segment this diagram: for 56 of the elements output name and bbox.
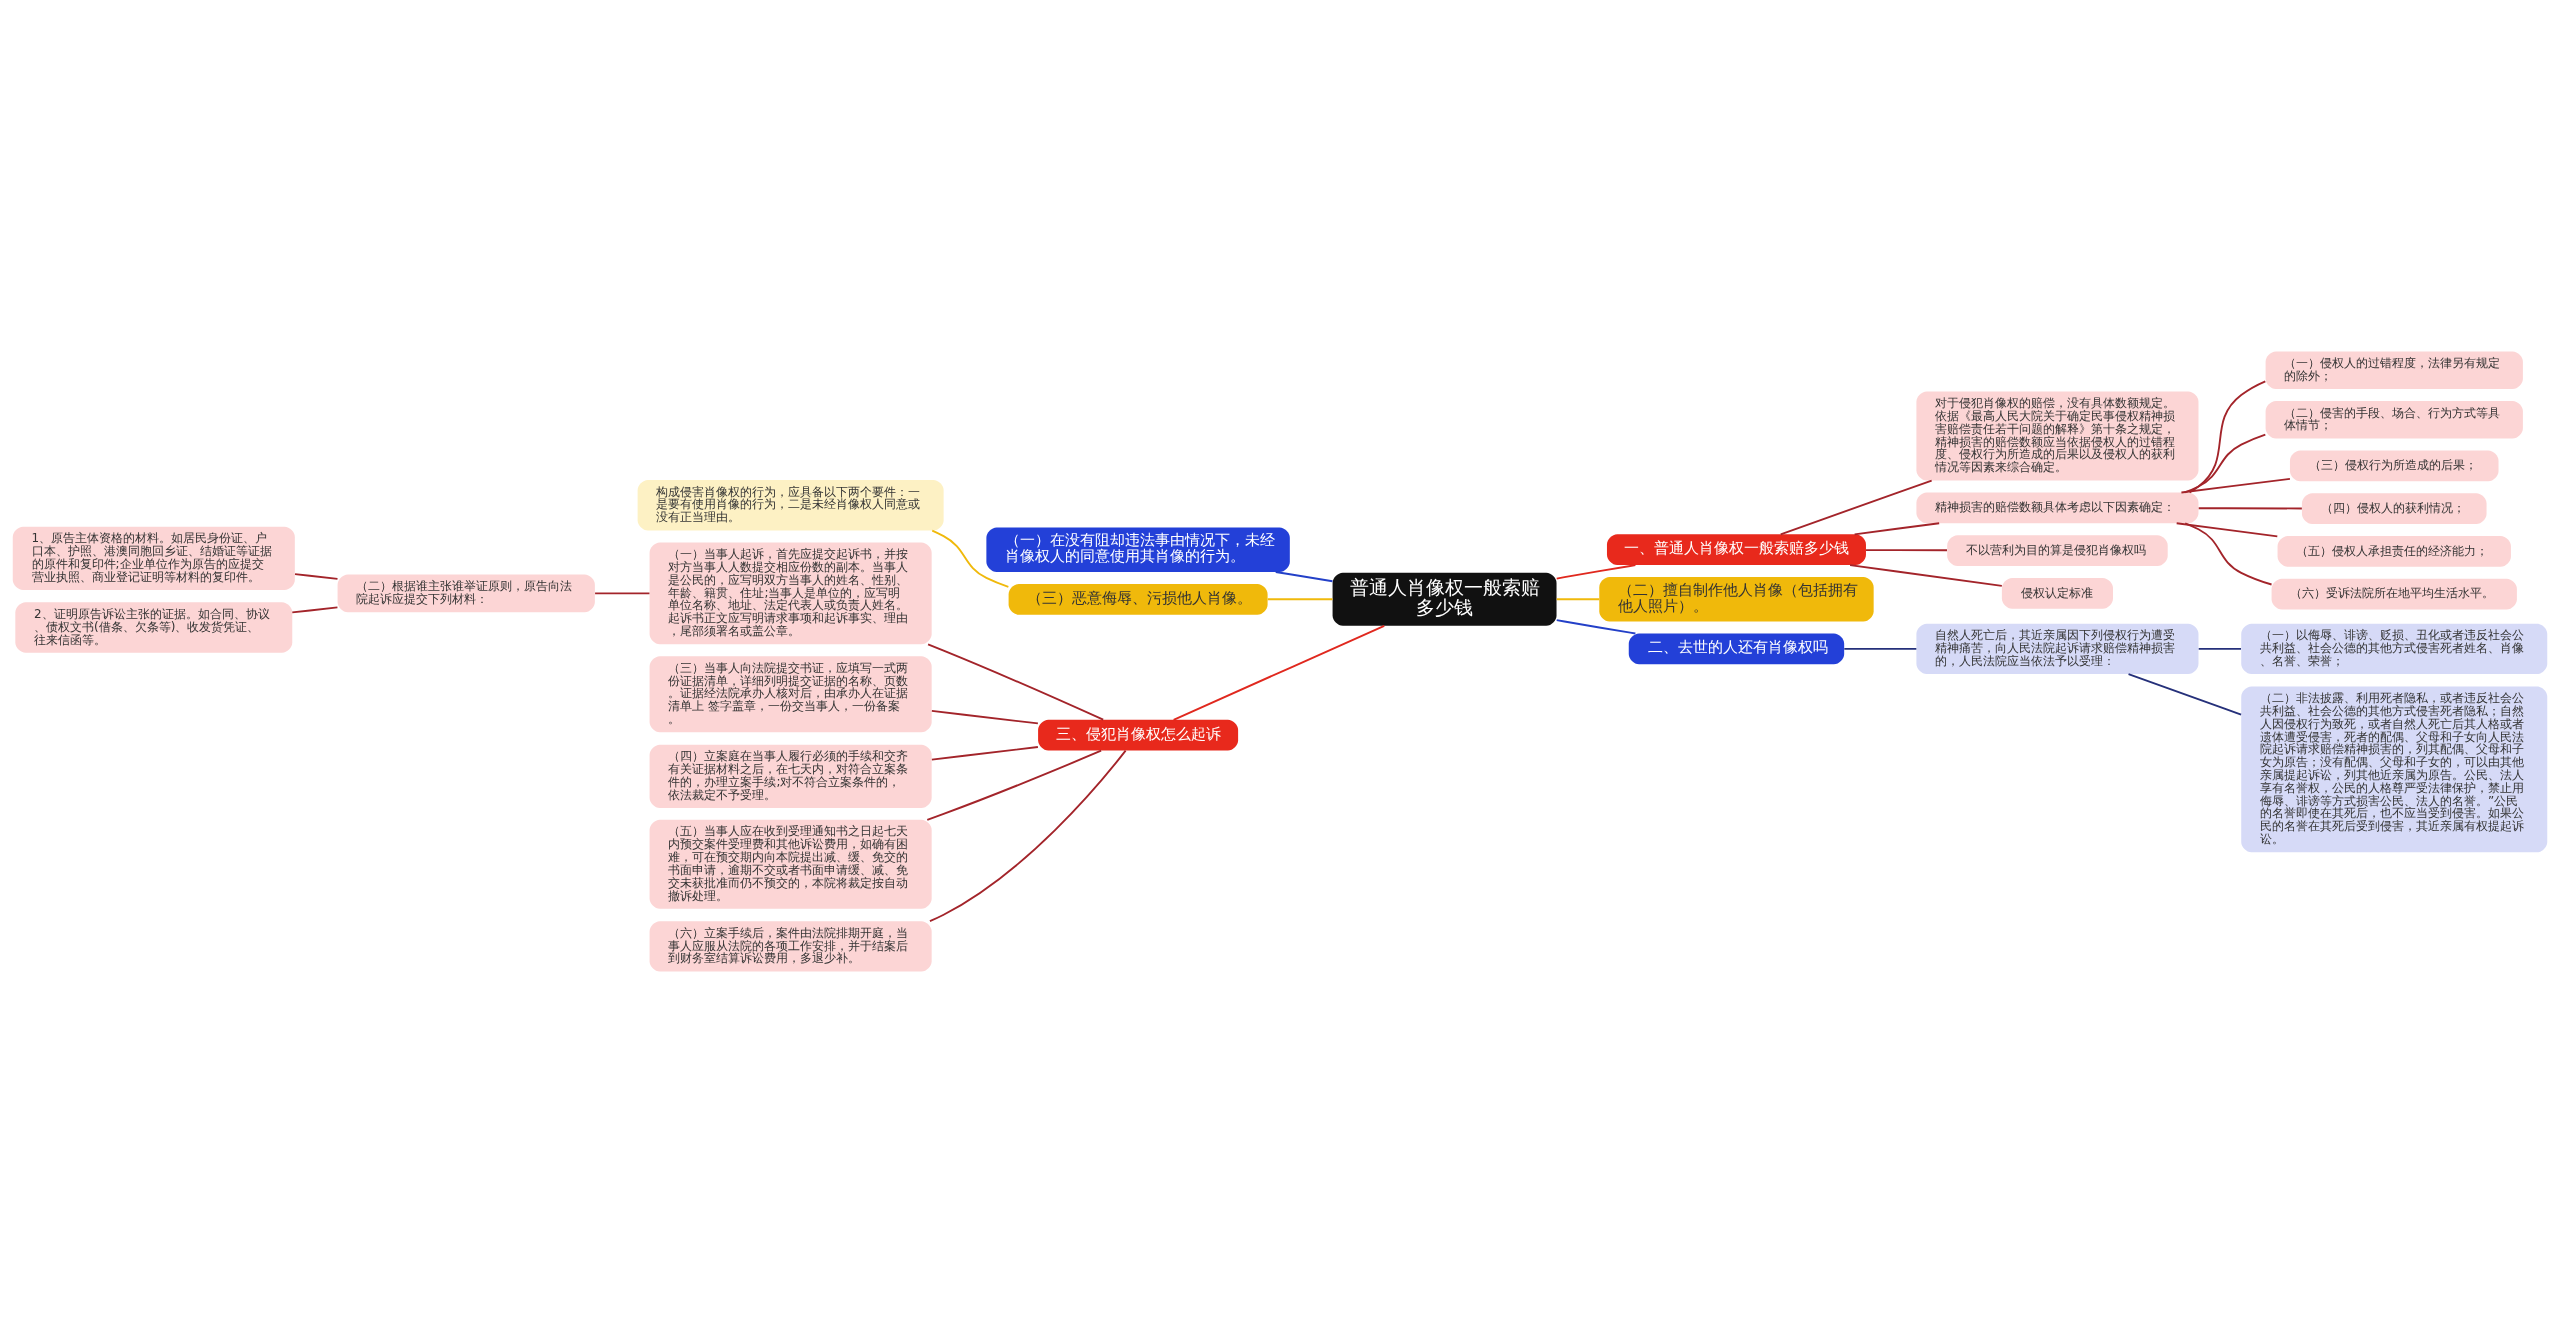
node-box: 一、普通人肖像权一般索赔多少钱 [1606,533,1866,565]
node-box: （一）当事人起诉，首先应提交起诉书，并按对方当事人人数提交相应份数的副本。当事人是公民的，应写明双方当事人的姓名、性别、年龄、籍贯、住址;当事人是单位的，应写明单位名称、地址、法定代表人或负责人姓名。起诉书正文应写明请求事项和起诉事实、理由，尾部须署名或盖公章。 [649,541,932,644]
node-box: （一）以侮辱、诽谤、贬损、丑化或者违反社会公共利益、社会公德的其他方式侵害死者姓名、肖像、名誉、荣誉； [2241,623,2548,674]
connector [2184,521,2273,585]
node-box: （二）根据谁主张谁举证原则，原告向法院起诉应提交下列材料： [337,574,595,612]
node-box: 构成侵害肖像权的行为，应具备以下两个要件：一是要有使用肖像的行为，二是未经肖像权人同意或没有正当理由。 [637,479,944,530]
node-box: （四）侵权人的获利情况； [2301,492,2487,524]
connector [2180,477,2291,493]
connector [927,642,1105,721]
node-box: （一）侵权人的过错程度，法律另有规定的除外； [2265,350,2523,389]
connector [294,572,339,580]
node-box: 二、去世的人还有肖像权吗 [1628,633,1845,664]
connector [1555,597,1601,600]
node-box: 精神损害的赔偿数额具体考虑以下因素确定： [1916,491,2199,523]
node-box: （六）立案手续后，案件由法院排期开庭，当事人应服从法院的各项工作安排，并于结案后到财务室结算诉讼费用，多退少补。 [649,920,932,972]
connector [2188,379,2267,493]
node-box: 自然人死亡后，其近亲属因下列侵权行为遭受精神痛苦，向人民法院起诉请求赔偿精神损害的，人民法院应当依法予以受理： [1916,623,2199,674]
connector [1853,521,1941,535]
connector [594,591,651,594]
node-box: 2、证明原告诉讼主张的证据。如合同、协议、债权文书(借条、欠条等)、收发货凭证、往来信函等。 [15,601,293,653]
connector [1865,548,1948,551]
connector [1266,597,1334,600]
node-box: （二）侵害的手段、场合、行为方式等具体情节； [2265,400,2523,439]
node-box: （四）立案庭在当事人履行必须的手续和交齐有关证据材料之后，在七天内，对符合立案条件的，办理立案手续;对不符合立案条件的，依法裁定不予受理。 [649,744,932,808]
node-box: （三）恶意侮辱、污损他人肖像。 [1008,583,1268,615]
node-box: 三、侵犯肖像权怎么起诉 [1038,719,1239,751]
connector [1274,570,1334,582]
connector [291,605,339,613]
connector [2197,506,2303,509]
connector [1172,624,1386,721]
node-box: （六）受诉法院所在地平均生活水平。 [2271,578,2517,610]
connector [928,749,1127,922]
connector [1849,563,2003,587]
connector [930,745,1039,761]
connector [2175,521,2279,537]
node-box: （三）侵权行为所造成的后果； [2289,450,2499,481]
connector [1555,563,1637,579]
node-box: 侵权认定标准 [2001,577,2113,609]
connector [1779,479,1933,535]
connector [1843,647,1918,650]
connector [2127,672,2243,716]
connector [1555,618,1637,634]
node-box: （三）当事人向法院提交书证，应填写一式两份证据清单，详细列明提交证据的名称、页数。证据经法院承办人核对后，由承办人在证据清单上 签字盖章，一份交当事人，一份备案。 [649,655,932,732]
node-box: 对于侵犯肖像权的赔偿，没有具体数额规定。依据《最高人民大院关于确定民事侵权精神损害赔偿责任若干问题的解释》第十条之规定，精神损害的赔偿数额应当依据侵权人的过错程度、侵权行为所造成的后果以及侵权人的获利情况等因素来综合确定。 [1916,391,2199,480]
node-box: （二）擅自制作他人肖像（包括拥有他人照片）。 [1599,576,1874,622]
node-box: （五）侵权人承担责任的经济能力； [2277,535,2511,567]
node-box: （一）在没有阻却违法事由情况下，未经肖像权人的同意使用其肖像的行为。 [986,527,1290,572]
node-box: （二）非法披露、利用死者隐私，或者违反社会公共利益、社会公德的其他方式侵害死者隐私；自然人因侵权行为致死，或者自然人死亡后其人格或者遗体遭受侵害，死者的配偶、父母和子女向人民法院起诉请求赔偿精神损害的，列其配偶、父母和子女为原告；没有配偶、父母和子女的，可以由其他亲属提起诉讼，列其他近亲属为原告。公民、法人享有名誉权，公民的人格尊严受法律保护，禁止用侮辱、诽谤等方式损害公民、法人的名誉。”公民的名誉即使在其死后，也不应当受到侵害。如果公民的名誉在其死后受到侵害，其近亲属有权提起诉讼。 [2241,686,2548,852]
connector [926,749,1103,821]
connector [930,709,1039,724]
connector [931,529,1010,588]
node-box: 1、原告主体资格的材料。如居民身份证、户口本、护照、港澳同胞回乡证、结婚证等证据的原件和复印件;企业单位作为原告的应提交营业执照、商业登记证明等材料的复印件。 [12,526,295,590]
node-box: 不以营利为目的算是侵犯肖像权吗 [1947,534,2168,566]
node-box: （五）当事人应在收到受理通知书之日起七天内预交案件受理费和其他诉讼费用，如确有困难，可在预交期内向本院提出减、缓、免交的书面申请，逾期不交或者书面申请缓、减、免交未获批准而仍不预交的，本院将裁定按自动撤诉处理。 [649,819,932,909]
node-box: 普通人肖像权一般索赔多少钱 [1332,572,1557,626]
connector [2197,647,2242,650]
